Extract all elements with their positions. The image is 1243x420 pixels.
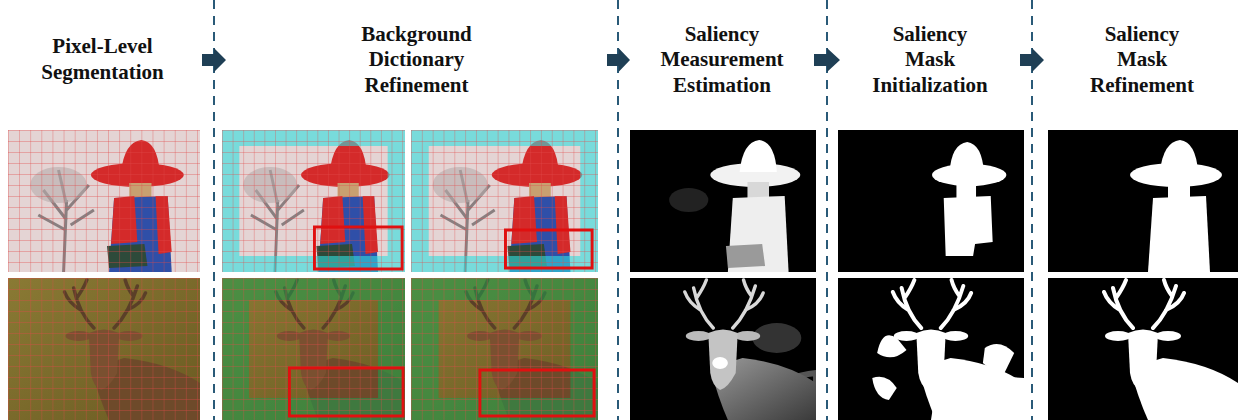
stage-heading: Pixel-Level Segmentation xyxy=(5,8,200,112)
photo-panel xyxy=(8,130,200,272)
stage-heading: Saliency Mask Initialization xyxy=(842,8,1018,112)
column-divider xyxy=(214,0,1032,420)
saliency-mask xyxy=(1048,130,1238,272)
dictionary-panel xyxy=(222,130,405,272)
dictionary-panel xyxy=(411,130,598,272)
saliency-mask xyxy=(838,278,1024,420)
saliency-map xyxy=(630,278,816,420)
dictionary-panel xyxy=(411,278,598,420)
stage-heading: Saliency Mask Refinement xyxy=(1046,8,1238,112)
flow-arrow xyxy=(202,48,226,72)
stage-heading: Background Dictionary Refinement xyxy=(228,8,605,112)
stage-title: Saliency Mask Initialization xyxy=(866,22,994,99)
flow-arrow xyxy=(814,48,840,72)
photo-panel xyxy=(8,278,200,420)
saliency-mask xyxy=(838,130,1024,272)
stage-title: Saliency Measurement Estimation xyxy=(647,22,797,99)
stage-title: Pixel-Level Segmentation xyxy=(28,34,178,85)
stage-title: Saliency Mask Refinement xyxy=(1078,22,1206,99)
saliency-map xyxy=(630,130,816,272)
stage-heading: Saliency Measurement Estimation xyxy=(632,8,812,112)
flow-arrow xyxy=(1020,48,1044,72)
dictionary-panel xyxy=(222,278,405,420)
stage-title: Background Dictionary Refinement xyxy=(342,22,492,99)
saliency-mask xyxy=(1048,278,1238,420)
flow-arrow xyxy=(607,48,630,72)
